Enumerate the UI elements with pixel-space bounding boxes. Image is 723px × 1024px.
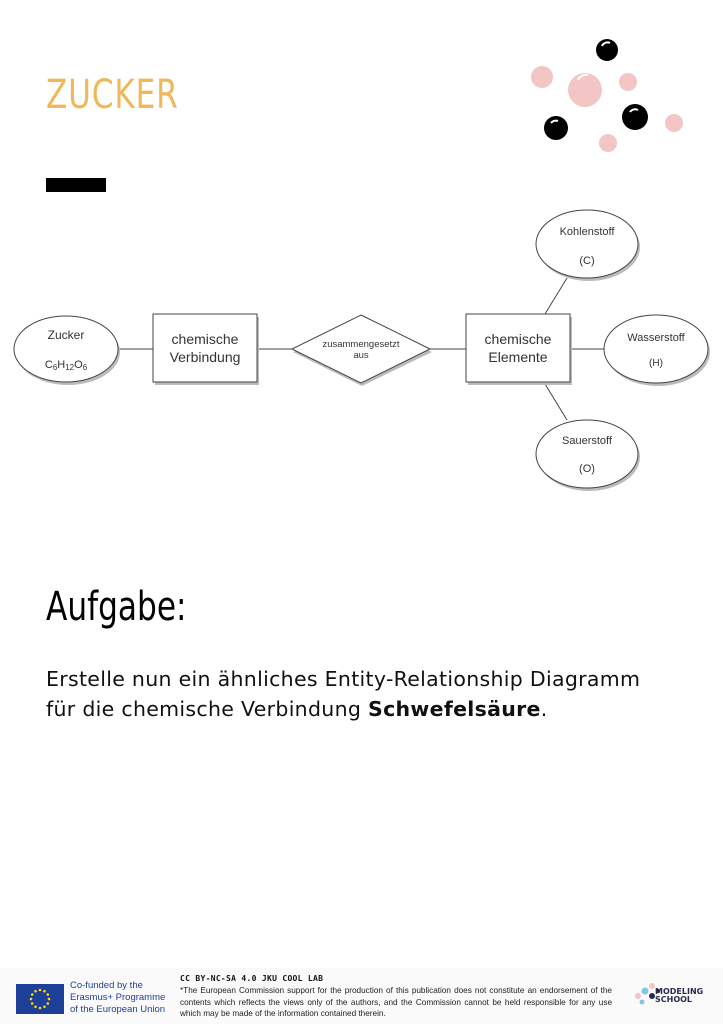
logo-line-1: MODELING — [655, 987, 704, 996]
task-heading: Aufgabe: — [46, 584, 187, 630]
relation-line1: zusammengesetzt — [322, 339, 399, 350]
eu-flag-icon — [16, 984, 64, 1014]
page-title: ZUCKER — [46, 72, 179, 118]
license-label: CC BY-NC-SA 4.0 JKU COOL LAB — [180, 974, 324, 983]
black-atom — [544, 116, 568, 140]
wasserstoff-symbol: (H) — [649, 358, 663, 369]
pink-atom — [568, 73, 602, 107]
verbindung-entity-box — [152, 313, 258, 383]
task-text-end: . — [540, 697, 548, 721]
zucker-label: Zucker — [48, 328, 85, 342]
zucker-attribute-ellipse — [13, 315, 119, 383]
relation-line2: aus — [353, 350, 369, 361]
connector-line — [544, 277, 568, 315]
logo-line-2: SCHOOL — [655, 995, 693, 1004]
verbindung-line2: Verbindung — [170, 349, 241, 365]
sauerstoff-attribute-ellipse — [535, 419, 639, 489]
pink-atom — [619, 73, 637, 91]
pink-atom — [531, 66, 553, 88]
erasmus-line-3: of the European Union — [70, 1004, 166, 1015]
erasmus-line-1: Co-funded by the — [70, 980, 143, 991]
elemente-entity-box — [465, 313, 571, 383]
modeling-school-logo-text: MODELING SCHOOL — [655, 988, 703, 1004]
kohlenstoff-attribute-ellipse — [535, 209, 639, 279]
elemente-line1: chemische — [485, 331, 552, 347]
black-atom — [622, 104, 648, 130]
verbindung-line1: chemische — [172, 331, 239, 347]
modeling-school-logo-icon — [635, 983, 661, 1005]
erasmus-line-2: Erasmus+ Programme — [70, 992, 166, 1003]
pink-atom — [665, 114, 683, 132]
task-compound-name: Schwefelsäure — [368, 697, 541, 721]
zucker-formula: C6H12O6 — [45, 359, 88, 372]
wasserstoff-name: Wasserstoff — [627, 332, 685, 344]
footer: Co-funded by the Erasmus+ Programme of t… — [0, 968, 723, 1024]
sauerstoff-name: Sauerstoff — [562, 435, 613, 447]
molecule-illustration — [531, 39, 683, 152]
relation-diamond — [290, 314, 432, 384]
connector-line — [544, 383, 568, 421]
kohlenstoff-name: Kohlenstoff — [560, 226, 616, 238]
task-text: Erstelle nun ein ähnliches Entity-Relati… — [46, 664, 646, 724]
task-text-start: Erstelle nun ein ähnliches Entity-Relati… — [46, 667, 641, 721]
sauerstoff-symbol: (O) — [579, 463, 595, 475]
title-underline-bar — [46, 178, 106, 192]
disclaimer-text: *The European Commission support for the… — [180, 986, 612, 1018]
kohlenstoff-symbol: (C) — [579, 255, 594, 267]
pink-atom — [599, 134, 617, 152]
er-diagram: Zucker C6H12O6 chemische Verbindung zusa… — [13, 209, 710, 491]
elemente-line2: Elemente — [488, 349, 547, 365]
wasserstoff-attribute-ellipse — [603, 314, 709, 384]
black-atom — [596, 39, 618, 61]
erasmus-cofunding-text: Co-funded by the Erasmus+ Programme of t… — [70, 980, 165, 1016]
